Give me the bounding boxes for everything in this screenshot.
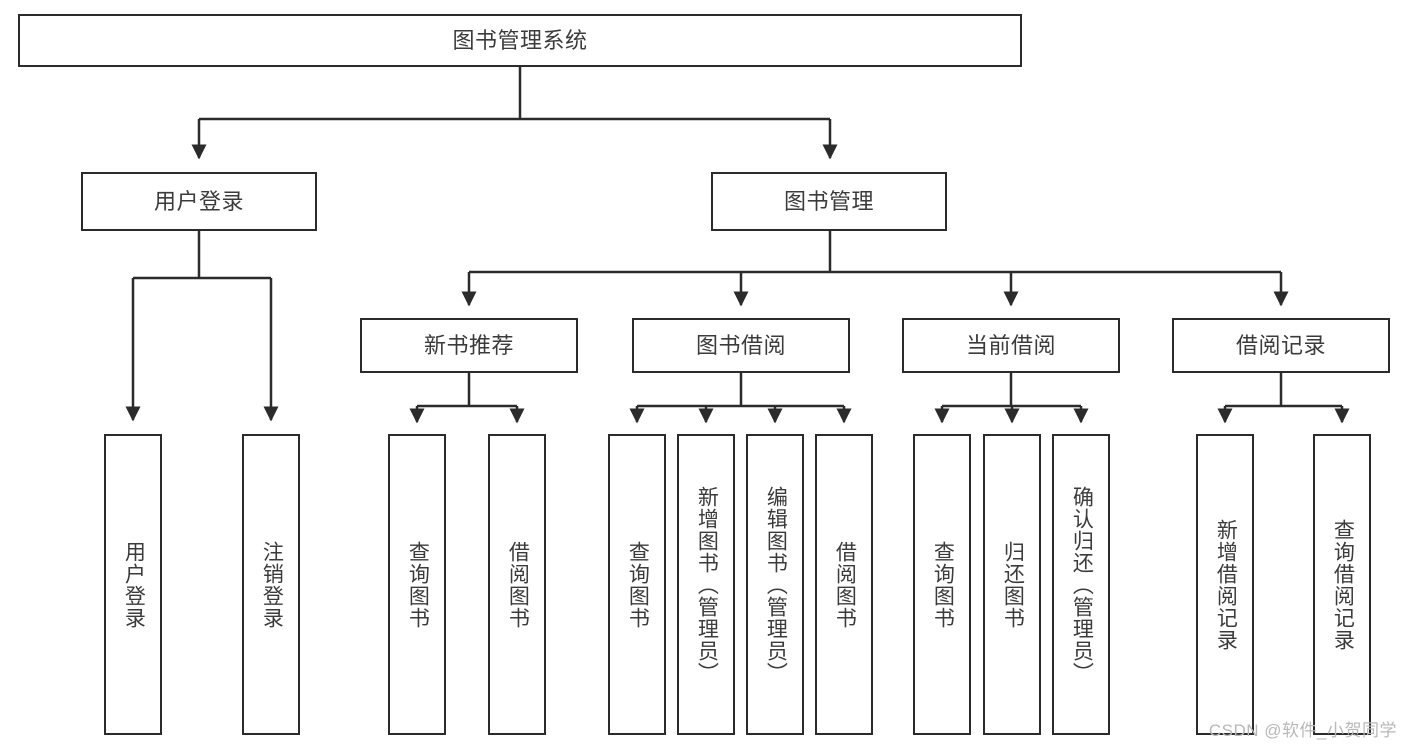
node-leaf-user-logout[interactable]: 注销登录 [242,434,300,735]
node-user-login[interactable]: 用户登录 [81,172,317,231]
node-leaf-add-record[interactable]: 新增借阅记录 [1196,434,1254,735]
node-leaf-return-book[interactable]: 归还图书 [983,434,1041,735]
node-book-manage[interactable]: 图书管理 [711,172,947,231]
node-book-borrow[interactable]: 图书借阅 [632,318,850,373]
node-leaf-add-book[interactable]: 新增图书（管理员） [677,434,735,735]
node-leaf-query-book-1[interactable]: 查询图书 [388,434,446,735]
node-leaf-edit-book[interactable]: 编辑图书（管理员） [746,434,804,735]
node-leaf-query-book-2[interactable]: 查询图书 [608,434,666,735]
watermark: CSDN @软件_小贺同学 [1208,721,1397,740]
node-leaf-query-book-3[interactable]: 查询图书 [913,434,971,735]
node-borrow-record[interactable]: 借阅记录 [1172,318,1390,373]
node-leaf-user-login[interactable]: 用户登录 [104,434,162,735]
node-root[interactable]: 图书管理系统 [18,14,1022,67]
node-new-book-rec[interactable]: 新书推荐 [360,318,578,373]
node-current-borrow[interactable]: 当前借阅 [902,318,1120,373]
node-leaf-borrow-book-2[interactable]: 借阅图书 [815,434,873,735]
node-leaf-confirm-return[interactable]: 确认归还（管理员） [1052,434,1110,735]
node-leaf-query-record[interactable]: 查询借阅记录 [1313,434,1371,735]
node-leaf-borrow-book-1[interactable]: 借阅图书 [488,434,546,735]
